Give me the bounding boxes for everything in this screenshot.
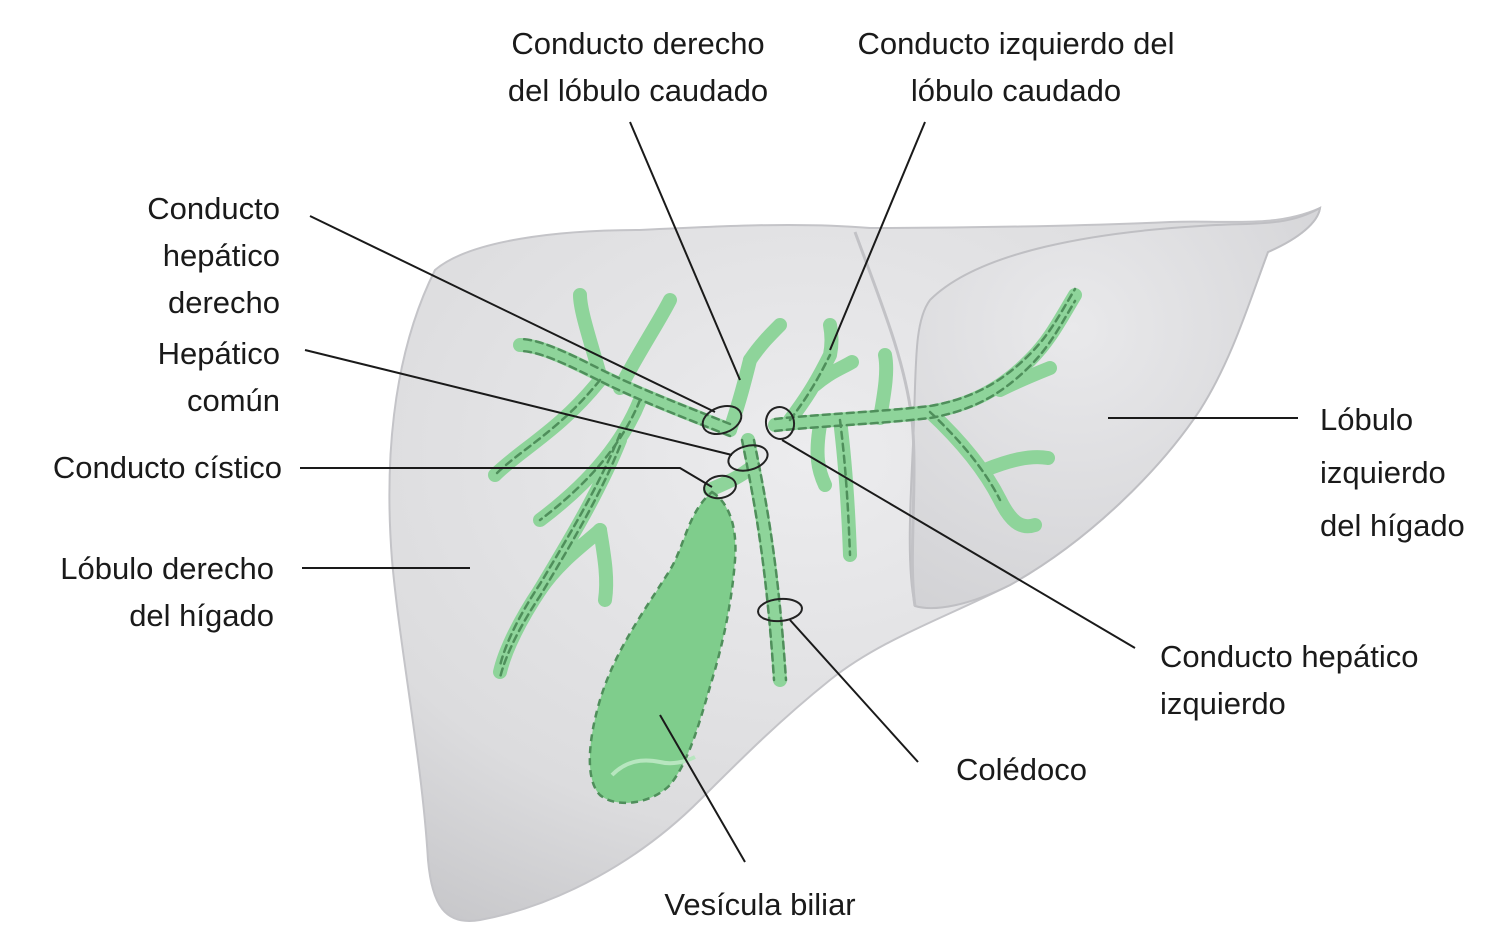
- ring-cystic: [703, 474, 737, 500]
- label-coledoco: Colédoco: [956, 746, 1156, 793]
- label-line: Hepático: [157, 336, 280, 371]
- leader-conducto-izquierdo-caudado: [829, 121, 926, 351]
- label-line: Lóbulo derecho: [60, 551, 274, 586]
- leader-conducto-hepatico-izquierdo: [781, 439, 1136, 649]
- label-line: Conducto izquierdo del: [857, 26, 1175, 61]
- label-line: del lóbulo caudado: [507, 73, 769, 108]
- label-lobulo-izquierdo-higado: Lóbulo izquierdo del hígado: [1320, 393, 1495, 552]
- leader-conducto-derecho-caudado: [629, 121, 741, 381]
- label-line: izquierdo: [1160, 686, 1286, 721]
- label-line: Conducto: [147, 191, 280, 226]
- leader-vesicula-biliar: [659, 714, 746, 863]
- label-line: Colédoco: [956, 752, 1087, 787]
- label-vesicula-biliar: Vesícula biliar: [620, 881, 900, 928]
- leader-conducto-cistico: [300, 467, 713, 488]
- ring-coledoco: [757, 597, 803, 623]
- leader-hepatico-comun: [304, 349, 733, 456]
- ring-left-hepatic: [764, 406, 796, 440]
- leader-conducto-hepatico-derecho: [309, 215, 716, 413]
- label-line: Conducto hepático: [1160, 639, 1419, 674]
- label-hepatico-comun: Hepático común: [60, 330, 280, 424]
- label-lobulo-derecho-higado: Lóbulo derecho del hígado: [10, 545, 274, 639]
- label-line: izquierdo: [1320, 455, 1446, 490]
- label-conducto-cistico: Conducto cístico: [10, 444, 282, 491]
- label-conducto-hepatico-izquierdo: Conducto hepático izquierdo: [1160, 633, 1480, 727]
- gallbladder: [588, 490, 737, 805]
- label-line: lóbulo caudado: [910, 73, 1122, 108]
- label-line: derecho: [167, 285, 280, 320]
- leader-lines: [300, 121, 1298, 863]
- label-line: del hígado: [129, 598, 274, 633]
- duct-ring-markers: [701, 404, 803, 623]
- label-line: hepático: [162, 238, 280, 273]
- label-conducto-izquierdo-lobulo-caudado: Conducto izquierdo del lóbulo caudado: [826, 20, 1206, 114]
- label-line: Conducto derecho: [511, 26, 765, 61]
- label-line: del hígado: [1320, 508, 1465, 543]
- leader-coledoco: [789, 619, 919, 763]
- ring-common-hepatic: [727, 444, 769, 472]
- ring-right-hepatic: [701, 404, 743, 436]
- label-line: común: [186, 383, 280, 418]
- label-conducto-hepatico-derecho: Conducto hepático derecho: [60, 185, 280, 326]
- label-conducto-derecho-lobulo-caudado: Conducto derecho del lóbulo caudado: [478, 20, 798, 114]
- label-line: Conducto cístico: [52, 450, 282, 485]
- label-line: Vesícula biliar: [664, 887, 856, 922]
- label-line: Lóbulo: [1320, 402, 1414, 437]
